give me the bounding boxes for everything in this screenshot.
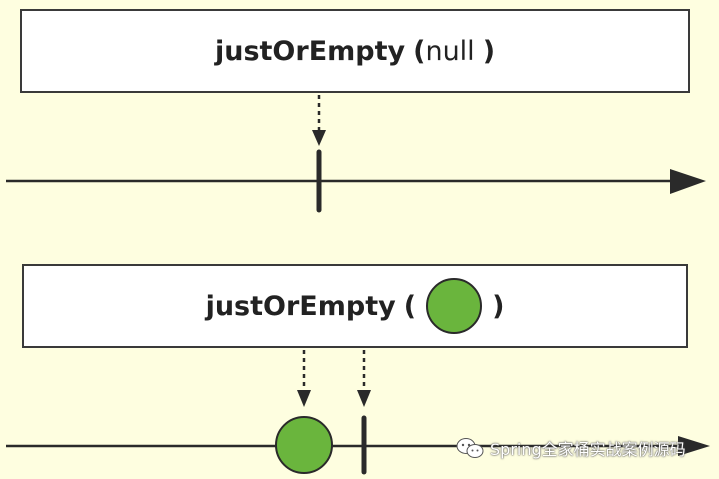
argument-null: null [425, 35, 475, 67]
wechat-icon [456, 438, 484, 458]
close-paren: ) [482, 35, 496, 67]
emission-arrow-1-head [312, 130, 326, 146]
timeline-2-arrowhead [678, 436, 710, 456]
operator-name: justOrEmpty [214, 35, 406, 67]
open-paren: ( [403, 290, 417, 322]
operator-box-value: justOrEmpty ( ) [22, 264, 688, 348]
emission-arrow-3-head [357, 390, 371, 407]
green-circle-item-icon [426, 278, 483, 334]
emitted-item-circle [275, 416, 333, 474]
emission-arrow-2-head [297, 390, 311, 407]
operator-box-null: justOrEmpty ( null ) [20, 9, 690, 93]
open-paren: ( [413, 35, 426, 67]
watermark-text: Spring全家桶实战案例源码 [490, 440, 686, 459]
operator-name: justOrEmpty [205, 290, 396, 322]
close-paren: ) [492, 290, 505, 322]
timeline-1-arrowhead [670, 169, 706, 194]
watermark: Spring全家桶实战案例源码 [456, 436, 686, 460]
